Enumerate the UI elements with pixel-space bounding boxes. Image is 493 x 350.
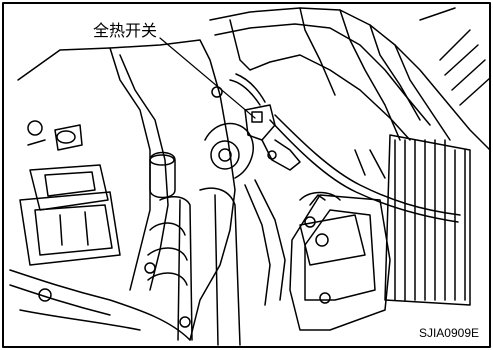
- figure-code: SJIA0909E: [418, 326, 479, 340]
- callout-leader: [159, 37, 256, 119]
- callout-label: 全热开关: [93, 21, 158, 40]
